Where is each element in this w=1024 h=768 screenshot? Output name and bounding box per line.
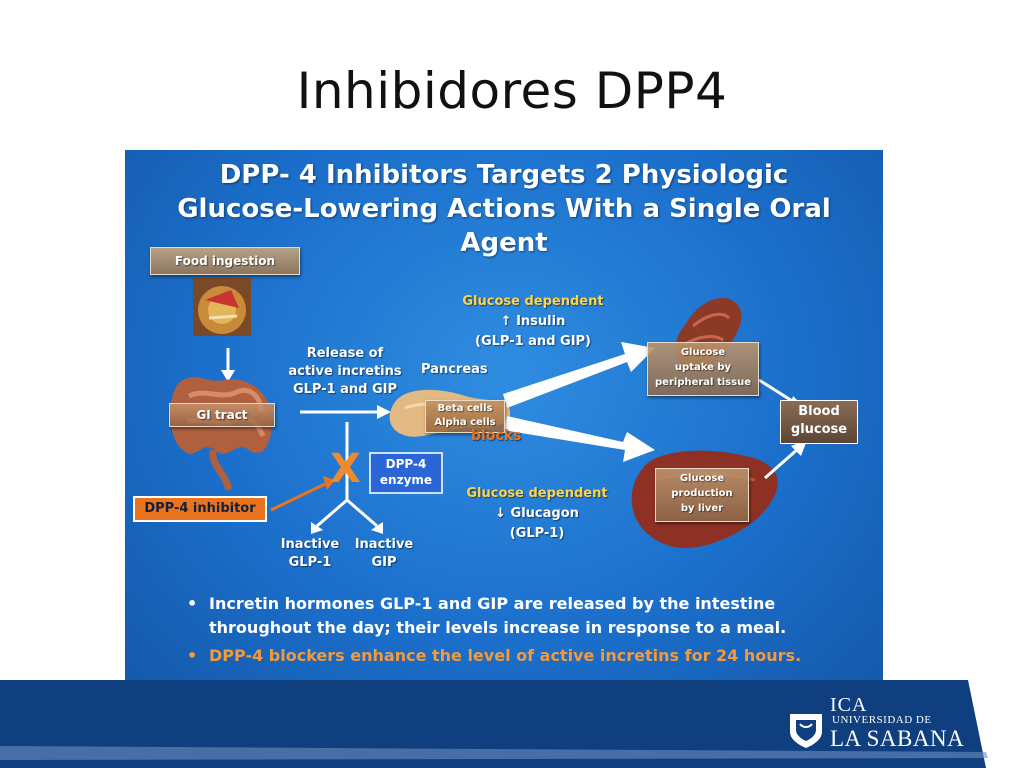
bullet-item-2: •DPP-4 blockers enhance the level of act… xyxy=(187,646,802,665)
blood-glucose-line-2: glucose xyxy=(790,422,848,437)
pancreas-label: Pancreas xyxy=(421,362,488,377)
bullet-text-1: Incretin hormones GLP-1 and GIP are rele… xyxy=(209,594,787,637)
uptake-line-1: Glucose xyxy=(680,347,726,358)
release-line-2: active incretins xyxy=(288,364,402,379)
university-shield-icon xyxy=(790,714,822,748)
logo-top-text: ICA xyxy=(830,694,868,716)
glucagon-source: (GLP-1) xyxy=(509,526,565,541)
bullet-item-1: •Incretin hormones GLP-1 and GIP are rel… xyxy=(187,594,787,637)
inactive-glp1-line-1: Inactive xyxy=(280,537,340,552)
diagram-panel: DPP- 4 Inhibitors Targets 2 Physiologic … xyxy=(125,150,883,713)
gi-tract-illustration xyxy=(170,377,272,491)
glucagon-condition: Glucose dependent xyxy=(466,486,608,501)
pancreas-cells-label: Beta cells Alpha cells xyxy=(425,400,505,433)
blood-glucose-line-1: Blood xyxy=(798,404,840,419)
alpha-cells-label: Alpha cells xyxy=(434,417,496,428)
glucagon-hormone: ↓ Glucagon xyxy=(495,506,579,521)
insulin-path-label: Glucose dependent ↑ Insulin (GLP-1 and G… xyxy=(443,292,623,352)
gi-tract-label: GI tract xyxy=(169,403,275,427)
production-line-1: Glucose xyxy=(679,473,725,484)
release-line-1: Release of xyxy=(306,346,384,361)
insulin-source: (GLP-1 and GIP) xyxy=(475,334,591,349)
diagram-heading: DPP- 4 Inhibitors Targets 2 Physiologic … xyxy=(125,158,883,260)
dpp4-enzyme-box: DPP-4 enzyme xyxy=(369,452,443,494)
heading-line-2: Glucose-Lowering Actions With a Single O… xyxy=(177,194,831,224)
logo-middle-text: UNIVERSIDAD DE xyxy=(832,714,932,726)
dpp4-inhibitor-box: DPP-4 inhibitor xyxy=(133,496,267,522)
footer-shape xyxy=(0,680,988,768)
food-ingestion-label: Food ingestion xyxy=(150,247,300,275)
production-line-3: by liver xyxy=(680,503,724,514)
dpp4-enzyme-line-1: DPP-4 xyxy=(385,457,427,471)
inactive-gip-line-1: Inactive xyxy=(354,537,414,552)
bullet-text-2: DPP-4 blockers enhance the level of acti… xyxy=(209,646,802,665)
footer-banner xyxy=(0,680,1024,768)
blocks-label: blocks xyxy=(471,428,522,444)
inactive-glp1-line-2: GLP-1 xyxy=(288,555,332,570)
uptake-line-2: uptake by xyxy=(674,362,732,373)
glucose-production-box: Glucose production by liver xyxy=(655,468,749,522)
slide-title: Inhibidores DPP4 xyxy=(296,62,728,120)
glucagon-path-label: Glucose dependent ↓ Glucagon (GLP-1) xyxy=(447,484,627,544)
x-block-mark: X xyxy=(330,446,361,492)
university-logo: ICA UNIVERSIDAD DE LA SABANA xyxy=(782,692,982,752)
logo-main-text: LA SABANA xyxy=(830,726,965,751)
food-illustration xyxy=(193,278,251,336)
bullet-list: •Incretin hormones GLP-1 and GIP are rel… xyxy=(183,592,863,672)
inactive-gip-line-2: GIP xyxy=(371,555,397,570)
inactive-gip-label: Inactive GIP xyxy=(353,536,415,572)
blood-glucose-box: Blood glucose xyxy=(780,400,858,444)
beta-cells-label: Beta cells xyxy=(437,403,493,414)
glucose-uptake-box: Glucose uptake by peripheral tissue xyxy=(647,342,759,396)
uptake-line-3: peripheral tissue xyxy=(655,377,751,388)
insulin-condition: Glucose dependent xyxy=(462,294,604,309)
production-line-2: production xyxy=(671,488,733,499)
heading-line-1: DPP- 4 Inhibitors Targets 2 Physiologic xyxy=(219,160,789,190)
dpp4-enzyme-line-2: enzyme xyxy=(379,473,433,487)
inactive-glp1-label: Inactive GLP-1 xyxy=(279,536,341,572)
insulin-hormone: ↑ Insulin xyxy=(500,314,566,329)
heading-line-3: Agent xyxy=(460,228,548,258)
release-of-incretins-label: Release of active incretins GLP-1 and GI… xyxy=(285,345,405,399)
release-line-3: GLP-1 and GIP xyxy=(292,382,398,397)
